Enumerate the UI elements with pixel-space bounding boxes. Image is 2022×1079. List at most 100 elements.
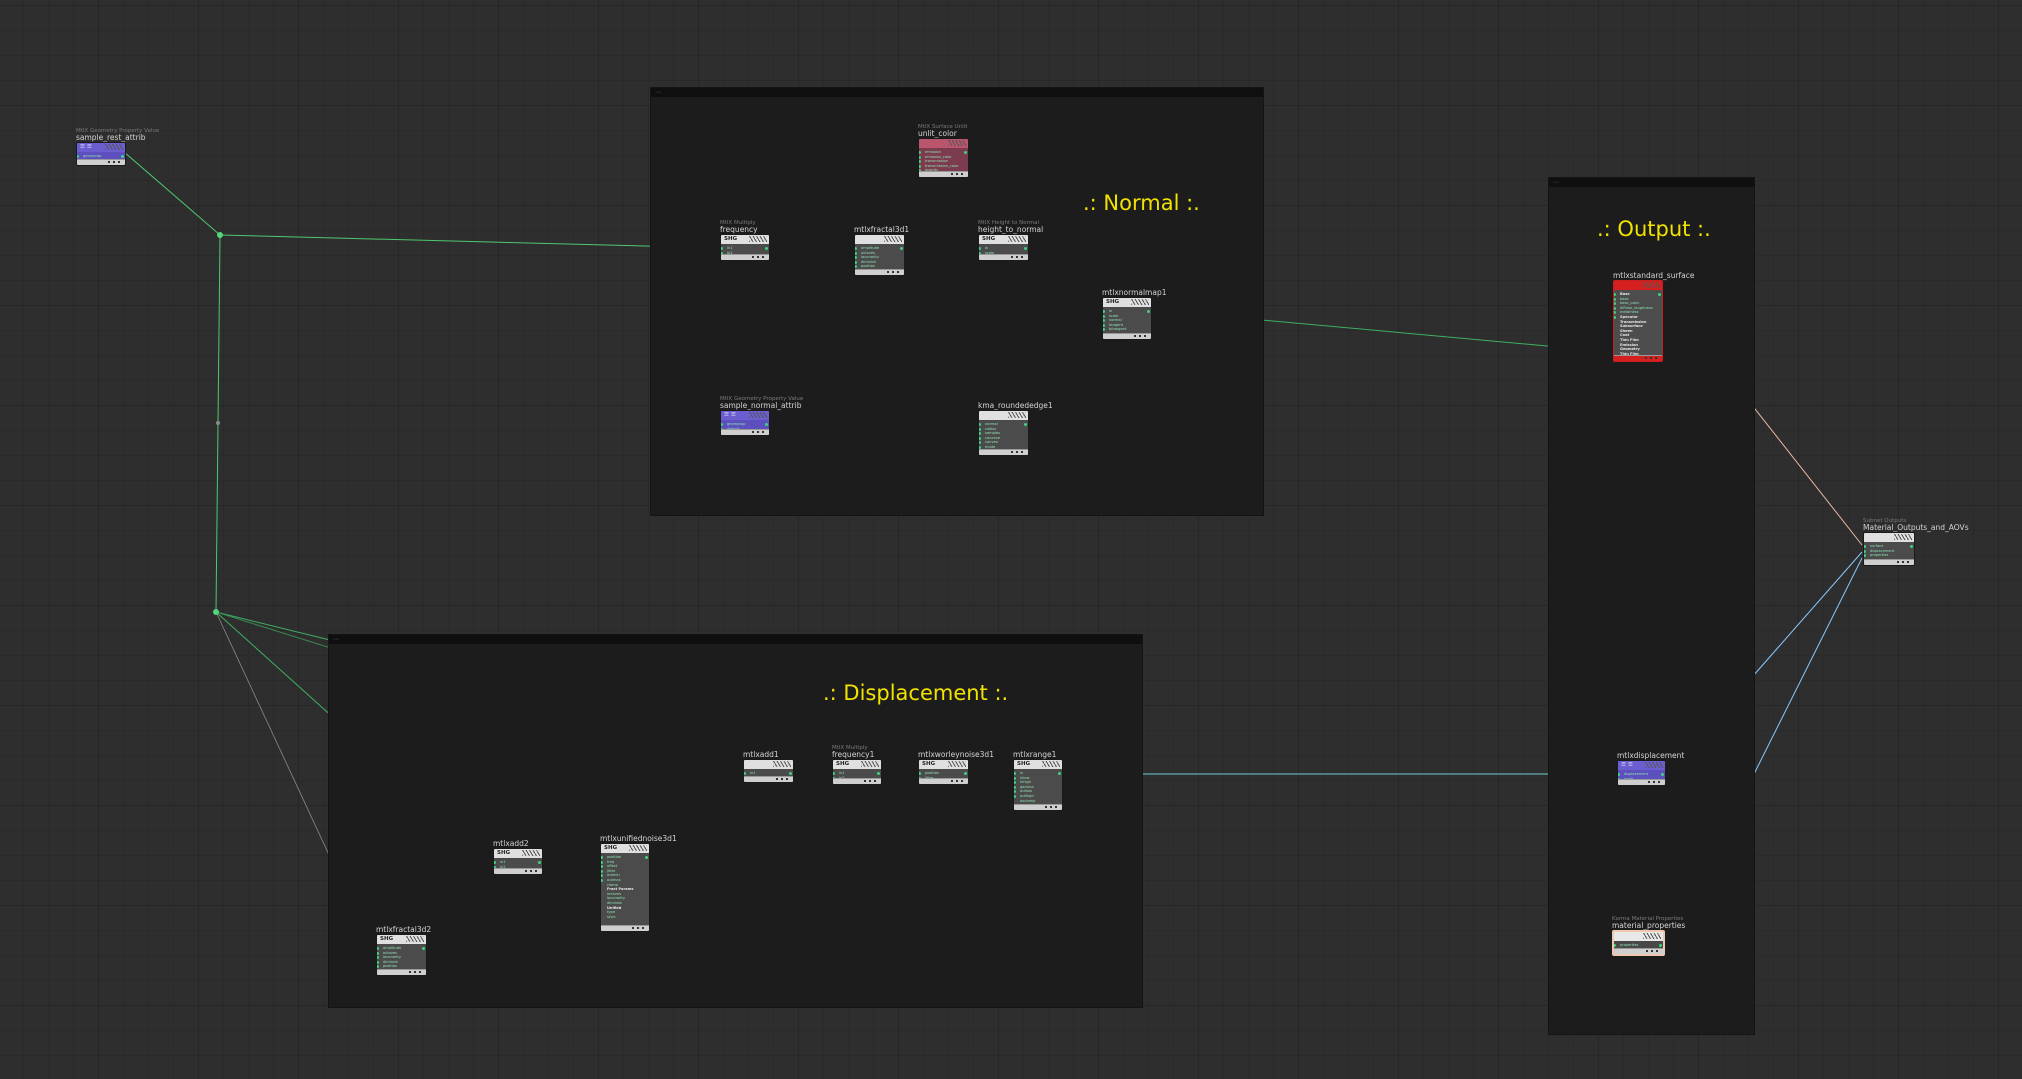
node-input-port[interactable]: scale	[985, 250, 995, 255]
input-connector-icon[interactable]	[1014, 772, 1016, 775]
node-header[interactable]: SHG	[1103, 298, 1151, 307]
node-input-port[interactable]: bitangent	[1109, 327, 1127, 332]
node-input-port[interactable]: Thin Film	[1620, 351, 1639, 356]
node-input-port[interactable]: amplitude	[383, 946, 402, 950]
node-input-port[interactable]: geomprop	[727, 422, 746, 426]
node-input-port[interactable]: in1	[727, 246, 733, 250]
node-header[interactable]: SHG	[833, 760, 881, 769]
input-connector-icon[interactable]	[1014, 790, 1016, 794]
input-connector-icon[interactable]	[833, 772, 835, 775]
network-box-displacement[interactable]: ⋯	[328, 634, 1143, 1008]
node-header[interactable]: ☰ ☰	[721, 411, 769, 420]
node-input-port[interactable]: concave	[985, 435, 1000, 440]
node-header[interactable]: SHG	[721, 235, 769, 244]
node-input-port[interactable]: clamp	[607, 882, 618, 887]
node-header[interactable]	[979, 411, 1028, 420]
node-input-port[interactable]: samples	[985, 431, 1000, 436]
node-input-port[interactable]: jitter	[607, 868, 616, 873]
node-input-port[interactable]: gamma	[1020, 784, 1034, 789]
input-connector-icon[interactable]	[601, 860, 603, 864]
output-connector-icon[interactable]	[1024, 247, 1027, 250]
node-frequency1[interactable]: MtlX Multiplyfrequency1SHGin1in2	[832, 745, 882, 785]
input-connector-icon[interactable]	[979, 436, 981, 440]
node-input-port[interactable]: freq	[607, 859, 615, 864]
node-name-label[interactable]: mtlxworleynoise3d1	[918, 750, 994, 759]
input-connector-icon[interactable]	[1618, 773, 1620, 776]
input-connector-icon[interactable]	[721, 247, 723, 250]
node-input-port[interactable]: in2	[839, 776, 881, 781]
node-input-port[interactable]: in2	[500, 864, 506, 869]
input-connector-icon[interactable]	[919, 772, 921, 775]
node-input-port[interactable]: surface	[1870, 544, 1884, 548]
node-input-port[interactable]: displacement	[1624, 772, 1649, 776]
input-connector-icon[interactable]	[377, 960, 379, 964]
input-connector-icon[interactable]	[1614, 311, 1616, 315]
output-connector-icon[interactable]	[1658, 293, 1661, 296]
node-input-port[interactable]: in1	[839, 771, 845, 775]
node-input-port[interactable]: opacity	[925, 168, 968, 173]
output-connector-icon[interactable]	[789, 772, 792, 775]
node-input-port[interactable]: diminish	[861, 259, 877, 264]
node-name-label[interactable]: mtlxunifiednoise3d1	[600, 834, 677, 843]
input-connector-icon[interactable]	[601, 869, 603, 873]
node-input-port[interactable]: radius	[985, 426, 997, 431]
input-connector-icon[interactable]	[1614, 944, 1616, 947]
node-name-label[interactable]: mtlxfractal3d1	[854, 225, 910, 234]
input-connector-icon[interactable]	[979, 441, 981, 445]
node-input-port[interactable]: properties	[1870, 553, 1889, 558]
output-connector-icon[interactable]	[422, 947, 425, 950]
node-flags-icon[interactable]	[105, 144, 123, 150]
node-input-port[interactable]: convex	[985, 440, 998, 445]
node-input-port[interactable]: geomprop	[83, 154, 102, 158]
input-connector-icon[interactable]	[1103, 323, 1105, 327]
output-connector-icon[interactable]	[877, 772, 880, 775]
node-input-port[interactable]: Subsurface	[1620, 324, 1643, 329]
input-connector-icon[interactable]	[1864, 545, 1866, 548]
node-input-port[interactable]: default	[727, 427, 769, 432]
node-name-label[interactable]: Material_Outputs_and_AOVs	[1863, 523, 1969, 532]
input-connector-icon[interactable]	[1014, 785, 1016, 789]
output-connector-icon[interactable]	[964, 151, 967, 154]
node-input-port[interactable]: outlow	[1020, 789, 1033, 794]
node-input-port[interactable]: properties	[1620, 943, 1639, 947]
node-input-port[interactable]: in1	[500, 860, 506, 864]
input-connector-icon[interactable]	[979, 432, 981, 436]
input-connector-icon[interactable]	[855, 251, 857, 255]
node-input-port[interactable]: octaves	[607, 891, 621, 896]
node-input-port[interactable]: in2	[727, 250, 733, 255]
node-input-port[interactable]: in	[1020, 771, 1024, 775]
node-name-label[interactable]: mtlxnormalmap1	[1102, 288, 1167, 297]
node-flags-icon[interactable]	[522, 850, 540, 856]
node-flags-icon[interactable]	[861, 761, 879, 767]
node-input-port[interactable]: in1	[750, 771, 756, 775]
node-input-port[interactable]: outmin	[607, 873, 620, 878]
input-connector-icon[interactable]	[1614, 302, 1616, 306]
node-body[interactable]: properties	[1612, 930, 1665, 956]
input-connector-icon[interactable]	[494, 865, 496, 869]
node-input-port[interactable]: position	[383, 964, 398, 969]
node-input-port[interactable]: scale	[1624, 777, 1665, 782]
node-name-label[interactable]: mtlxdisplacement	[1617, 751, 1685, 760]
input-connector-icon[interactable]	[494, 861, 496, 864]
sticky-note-output[interactable]: .: Output :.	[1597, 217, 1711, 241]
node-input-port[interactable]: base_color	[1620, 301, 1640, 306]
node-input-port[interactable]: normal	[985, 422, 998, 426]
node-input-port[interactable]: outhigh	[1020, 793, 1034, 798]
node-input-port[interactable]: Sheen	[1620, 328, 1633, 333]
node-input-port[interactable]: emission_color	[925, 154, 952, 159]
node-input-port[interactable]: transmission	[925, 159, 948, 164]
node-flags-icon[interactable]	[948, 140, 966, 146]
node-input-port[interactable]: type	[607, 910, 616, 915]
node-input-port[interactable]: in	[985, 246, 989, 250]
node-flags-icon[interactable]	[1008, 236, 1026, 242]
